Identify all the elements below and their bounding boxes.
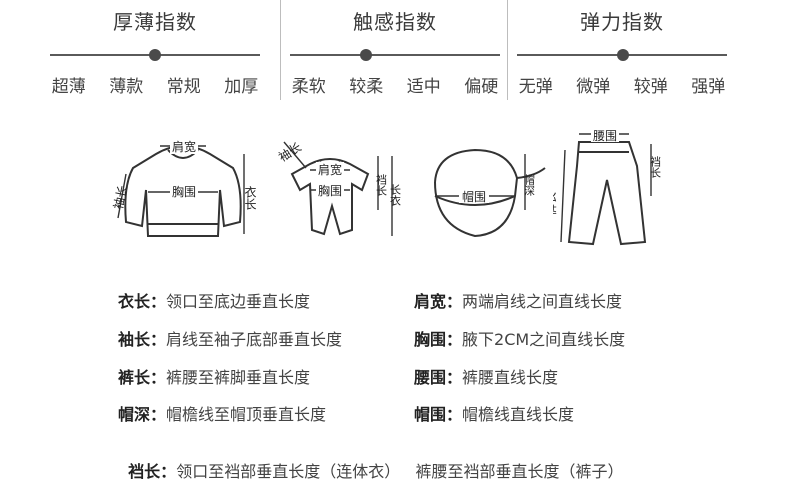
definition-key: 肩宽： [414,292,463,311]
thickness-index-options: 超薄 薄款 常规 加厚 [40,72,270,97]
thickness-option: 薄款 [109,77,144,97]
romper-crotch-label: 裆长 [375,174,388,196]
thickness-option: 常规 [166,77,201,97]
definition-key: 腰围： [414,368,463,387]
stretch-index-marker [617,49,629,61]
definition-row: 裤长：裤腰至裤脚垂直长度 [118,364,310,388]
pants-waist-label: 腰围 [593,129,617,143]
divider [507,0,508,100]
definition-key: 帽围： [414,405,463,424]
stretch-index-title: 弹力指数 [580,10,664,34]
stretch-index-options: 无弹 微弹 较弹 强弹 [507,72,737,97]
definition-key: 帽深： [118,405,167,424]
thickness-option: 超薄 [51,77,86,97]
touch-index-options: 柔软 较柔 适中 偏硬 [280,72,510,97]
sleeve-label: 袖长 [110,184,130,211]
touch-option: 较柔 [349,77,384,97]
chest-label: 胸围 [172,184,196,199]
touch-index-scale [290,54,500,56]
romper-chest-label: 胸围 [318,183,342,198]
touch-index-title: 触感指数 [353,10,437,34]
romper-length-label: 长衣 [389,184,402,206]
definition-row: 胸围：腋下2CM之间直线长度 [414,326,625,350]
stretch-option: 较弹 [633,77,668,97]
touch-index: 触感指数 柔软 较柔 适中 偏硬 [280,0,510,97]
stretch-index: 弹力指数 无弹 微弹 较弹 强弹 [507,0,737,97]
thickness-index: 厚薄指数 超薄 薄款 常规 加厚 [40,0,270,97]
definition-row: 裆长：领口至裆部垂直长度（连体衣） 裤腰至裆部垂直长度（裤子） [118,439,623,482]
definition-row: 帽围：帽檐线直线长度 [414,401,574,425]
definition-text: 裤腰直线长度 [462,368,559,387]
definition-text: 腋下2CM之间直线长度 [462,330,626,349]
stretch-option: 微弹 [576,77,611,97]
definition-row: 帽深：帽檐线至帽顶垂直长度 [118,401,326,425]
hat-depth-label: 帽深 [523,174,536,196]
hat-circ-label: 帽围 [462,189,486,204]
definition-row: 腰围：裤腰直线长度 [414,364,558,388]
definition-text: 裤腰至裤脚垂直长度 [166,368,311,387]
definition-row: 袖长：肩线至袖子底部垂直长度 [118,326,342,350]
definition-key: 胸围： [414,330,463,349]
definition-key: 衣长： [118,292,167,311]
thickness-index-title: 厚薄指数 [113,10,197,34]
touch-option: 适中 [406,77,441,97]
length-label: 衣长 [243,185,257,210]
definition-text: 肩线至袖子底部垂直长度 [166,330,343,349]
stretch-option: 强弹 [691,77,726,97]
pants-measure-diagram: 腰围 裤长 裆长 [544,126,663,250]
definition-text: 领口至底边垂直长度 [166,292,311,311]
stretch-option: 无弹 [518,77,553,97]
hat-measure-diagram: 帽围 帽深 [425,126,555,250]
thickness-option: 加厚 [224,77,259,97]
divider [280,0,281,100]
touch-option: 柔软 [291,77,326,97]
definition-row: 肩宽：两端肩线之间直线长度 [414,288,622,312]
definition-row: 衣长：领口至底边垂直长度 [118,288,310,312]
top-measure-diagram: 肩宽 胸围 袖长 衣长 [108,126,258,250]
definition-text: 帽檐线至帽顶垂直长度 [166,405,327,424]
romper-measure-diagram: 袖长 肩宽 胸围 裆长 长衣 [270,126,420,254]
thickness-index-marker [149,49,161,61]
definition-text: 帽檐线直线长度 [462,405,575,424]
definition-key: 袖长： [118,330,167,349]
shoulder-label: 肩宽 [172,139,196,154]
pants-crotch-label: 裆长 [649,156,662,178]
definition-text: 两端肩线之间直线长度 [462,292,623,311]
pants-length-label: 裤长 [553,192,558,216]
definition-key: 裤长： [118,368,167,387]
romper-shoulder-label: 肩宽 [318,162,342,177]
touch-index-marker [360,49,372,61]
touch-option: 偏硬 [464,77,499,97]
